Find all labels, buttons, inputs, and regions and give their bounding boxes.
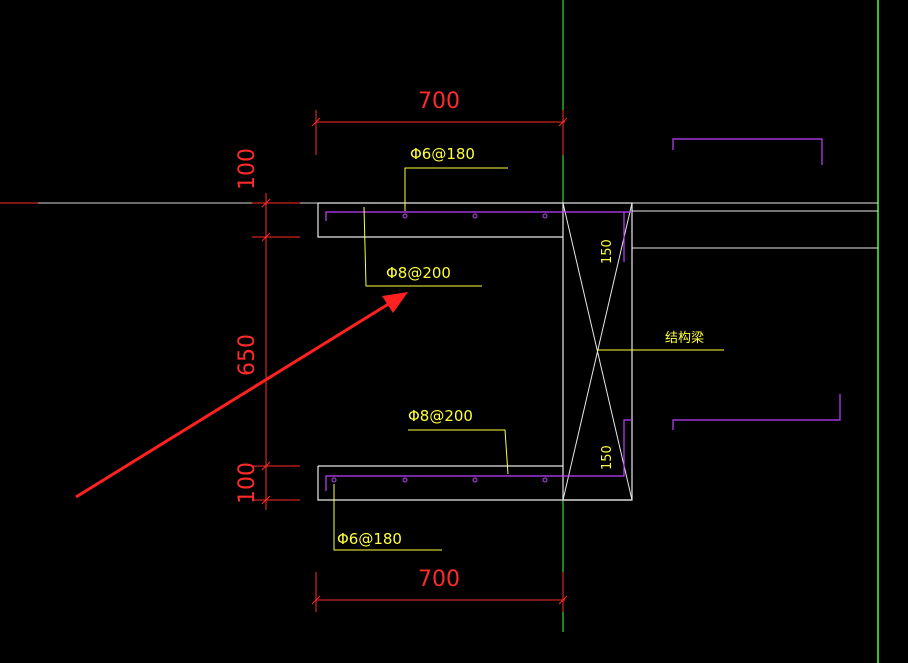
beam-top-dimension: 150 <box>600 239 615 264</box>
leader-lines <box>333 167 724 551</box>
beam-bottom-dimension: 150 <box>600 445 615 470</box>
top-width-dimension <box>311 110 568 155</box>
top-slab-outline <box>317 202 563 238</box>
vertical-dimension-chain <box>252 193 300 510</box>
bottom-width-dimension <box>311 572 568 612</box>
structural-beam-outline <box>562 202 633 501</box>
bottom-distribution-label: Φ8@200 <box>408 407 473 425</box>
red-arrow-icon <box>75 292 408 499</box>
top-width-label: 700 <box>418 89 460 114</box>
top-slab-rebar <box>325 211 632 262</box>
bottom-rebar-label: Φ6@180 <box>337 530 402 548</box>
bottom-slab-rebar <box>325 419 632 491</box>
top-rebar-dots <box>402 213 548 219</box>
top-thickness-label: 100 <box>235 148 260 190</box>
bottom-rebar-dots <box>331 477 548 483</box>
bottom-slab-outline <box>317 465 632 501</box>
beam-brace-b <box>562 202 633 501</box>
height-label: 650 <box>235 334 260 376</box>
rebar-detail-upper-right <box>672 138 823 165</box>
top-rebar-label: Φ6@180 <box>410 145 475 163</box>
structural-beam-label: 结构梁 <box>665 331 704 346</box>
top-distribution-label: Φ8@200 <box>386 264 451 282</box>
rebar-detail-lower-right <box>672 394 841 430</box>
bottom-thickness-label: 100 <box>235 462 260 504</box>
bottom-width-label: 700 <box>418 567 460 592</box>
